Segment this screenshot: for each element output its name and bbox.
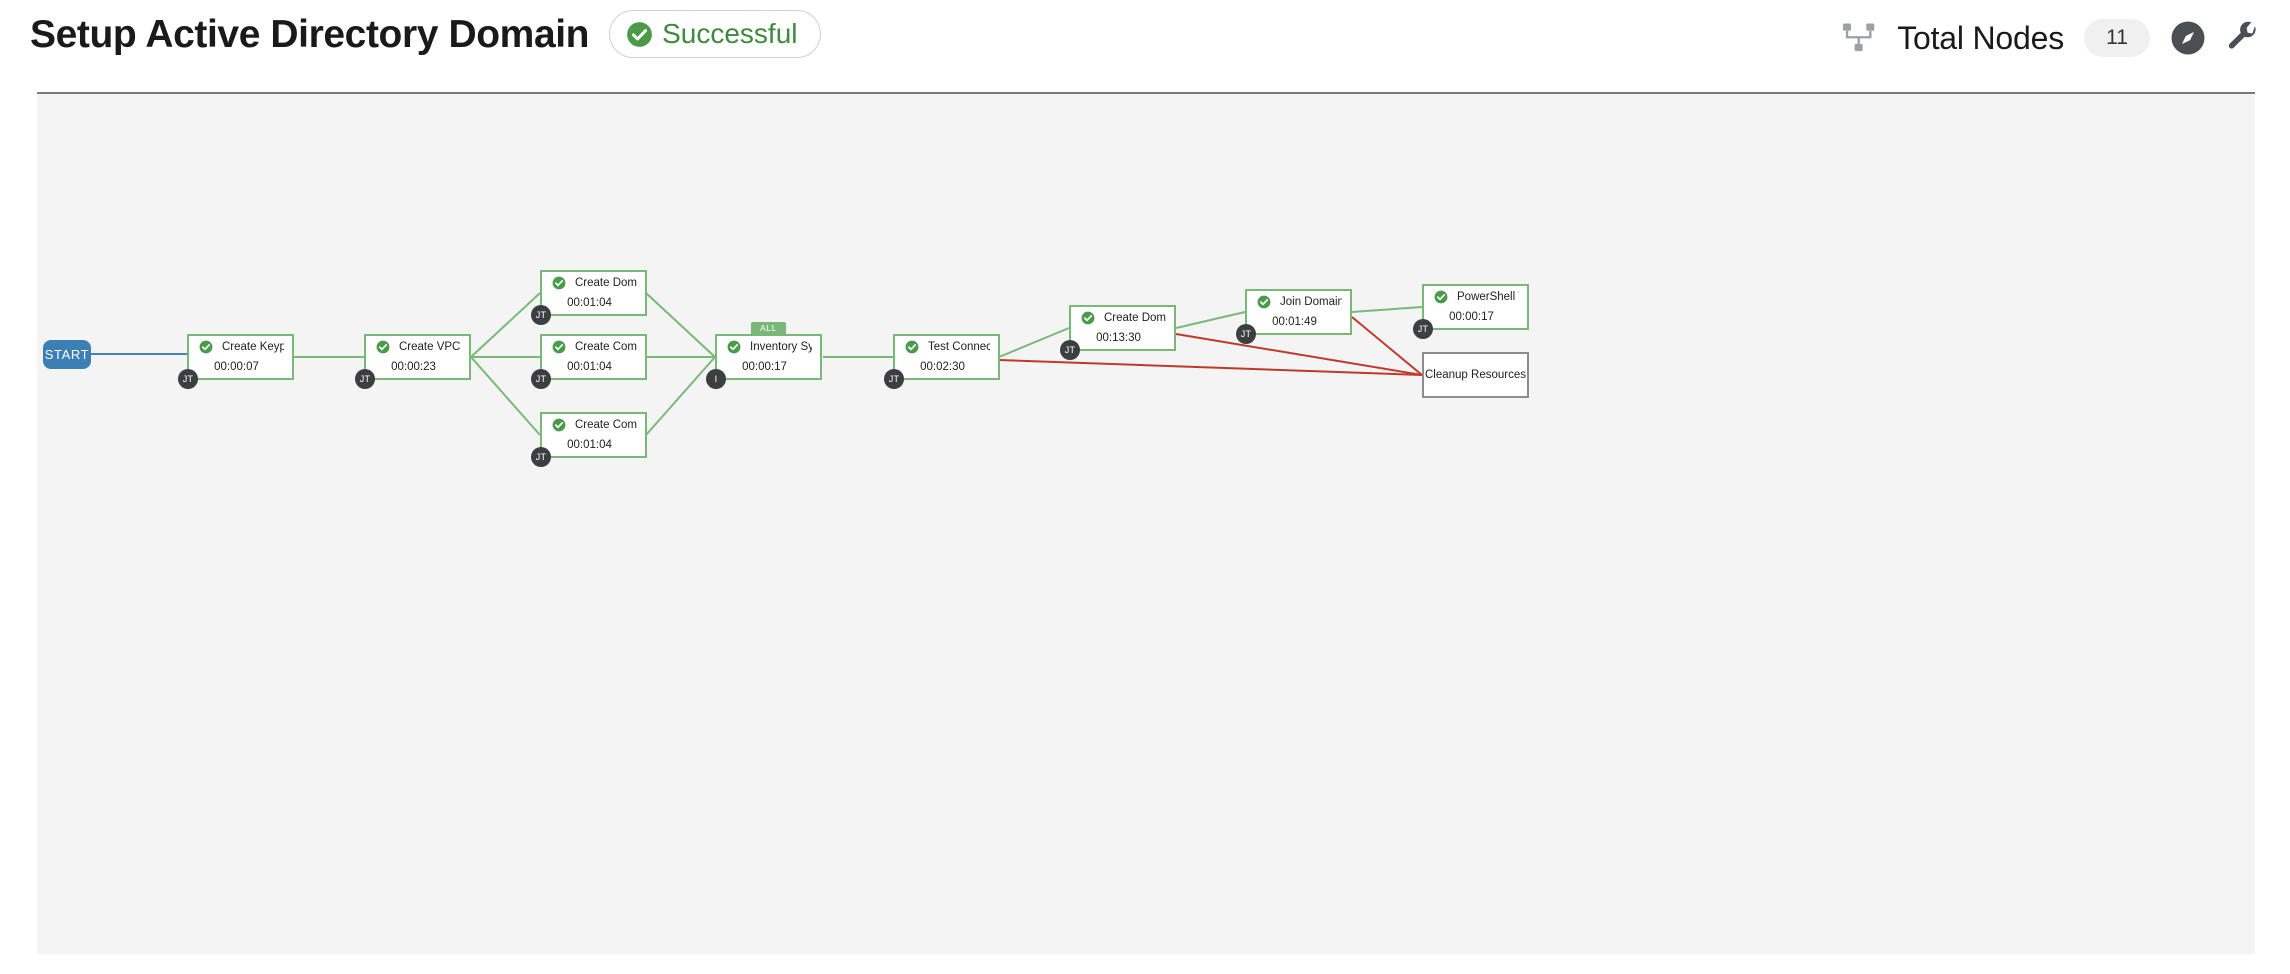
check-circle-icon xyxy=(552,276,566,290)
node-badge-jt[interactable]: JT xyxy=(1236,324,1256,344)
sitemap-icon[interactable] xyxy=(1841,22,1877,54)
node-badge-jt[interactable]: JT xyxy=(531,447,551,467)
check-circle-icon xyxy=(199,340,213,354)
node-join-domain[interactable]: Join Domain 00:01:49 JT xyxy=(1236,289,1352,344)
node-badge-jt[interactable]: JT xyxy=(531,305,551,325)
node-badge-jt[interactable]: JT xyxy=(355,369,375,389)
total-nodes-count-badge: 11 xyxy=(2084,19,2150,57)
node-duration: 00:01:04 xyxy=(567,439,612,452)
check-circle-icon xyxy=(552,340,566,354)
node-badge-jt[interactable]: JT xyxy=(884,369,904,389)
node-title: Create Computer (1) xyxy=(575,340,637,353)
node-title: Create Computer (2) xyxy=(575,418,637,431)
node-duration: 00:00:17 xyxy=(742,361,787,374)
node-badge-jt[interactable]: JT xyxy=(1413,319,1433,339)
node-create-domain-controller[interactable]: Create Domain Contr... 00:01:04 JT xyxy=(531,270,647,325)
header-right-group: Total Nodes 11 xyxy=(1841,8,2260,68)
node-title: Join Domain xyxy=(1280,295,1342,308)
node-title: PowerShell Validation xyxy=(1457,290,1519,303)
node-create-domain[interactable]: Create Domain 00:13:30 JT xyxy=(1060,305,1176,360)
node-duration: 00:13:30 xyxy=(1096,332,1141,345)
node-duration: 00:02:30 xyxy=(920,361,965,374)
wrench-icon[interactable] xyxy=(2226,21,2260,55)
check-circle-icon xyxy=(376,340,390,354)
start-node[interactable]: START xyxy=(43,340,91,369)
check-circle-icon xyxy=(905,340,919,354)
node-duration: 00:01:04 xyxy=(567,297,612,310)
node-title-row: Test Connectivity xyxy=(895,340,998,354)
node-title: Create Domain xyxy=(1104,311,1166,324)
check-circle-icon xyxy=(552,418,566,432)
app-header: Setup Active Directory Domain Successful… xyxy=(0,0,2290,92)
check-circle-icon xyxy=(627,21,652,47)
node-title-row: Join Domain xyxy=(1247,295,1350,309)
node-badge-jt[interactable]: JT xyxy=(1060,340,1080,360)
check-circle-icon xyxy=(1081,311,1095,325)
node-duration: 00:00:07 xyxy=(214,361,259,374)
node-duration: 00:00:23 xyxy=(391,361,436,374)
node-layer: START Create Keypair 00:00:07 JT Create xyxy=(37,94,2255,954)
check-circle-icon xyxy=(1257,295,1271,309)
node-title-row: Create Keypair xyxy=(189,340,292,354)
node-title: Create VPC xyxy=(399,340,461,353)
start-node-label: START xyxy=(44,347,90,362)
node-duration: 00:01:49 xyxy=(1272,316,1317,329)
node-create-computer-2[interactable]: Create Computer (2) 00:01:04 JT xyxy=(531,412,647,467)
check-circle-icon xyxy=(727,340,741,354)
node-title-row: Cleanup Resources xyxy=(1424,369,1527,382)
node-test-connectivity[interactable]: Test Connectivity 00:02:30 JT xyxy=(884,334,1000,389)
status-badge: Successful xyxy=(609,10,821,58)
node-title: Inventory Sync xyxy=(750,340,812,353)
node-title: Create Domain Contr... xyxy=(575,276,637,289)
compass-icon[interactable] xyxy=(2170,20,2206,56)
header-divider xyxy=(37,92,2255,94)
check-circle-icon xyxy=(1434,290,1448,304)
node-duration: 00:00:17 xyxy=(1449,311,1494,324)
node-create-computer-1[interactable]: Create Computer (1) 00:01:04 JT xyxy=(531,334,647,389)
node-title-row: Inventory Sync xyxy=(717,340,820,354)
node-title-row: Create Domain Contr... xyxy=(542,276,645,290)
node-cleanup-resources[interactable]: Cleanup Resources xyxy=(1422,352,1529,398)
header-left-group: Setup Active Directory Domain Successful xyxy=(30,10,821,58)
page-title: Setup Active Directory Domain xyxy=(30,12,590,56)
node-title-row: Create Computer (1) xyxy=(542,340,645,354)
node-tag-all: ALL xyxy=(751,322,786,336)
node-badge-inventory[interactable]: I xyxy=(706,369,726,389)
status-badge-label: Successful xyxy=(662,18,798,49)
workflow-canvas[interactable]: START Create Keypair 00:00:07 JT Create xyxy=(37,94,2255,954)
node-title-row: PowerShell Validation xyxy=(1424,290,1527,304)
node-badge-jt[interactable]: JT xyxy=(531,369,551,389)
node-title-row: Create Domain xyxy=(1071,311,1174,325)
node-badge-jt[interactable]: JT xyxy=(178,369,198,389)
node-title: Test Connectivity xyxy=(928,340,990,353)
node-title: Cleanup Resources xyxy=(1424,368,1526,381)
node-duration: 00:01:04 xyxy=(567,361,612,374)
node-create-vpc[interactable]: Create VPC 00:00:23 JT xyxy=(355,334,471,389)
node-title: Create Keypair xyxy=(222,340,284,353)
node-powershell-validation[interactable]: PowerShell Validation 00:00:17 JT xyxy=(1413,284,1529,339)
node-create-keypair[interactable]: Create Keypair 00:00:07 JT xyxy=(178,334,294,389)
total-nodes-label: Total Nodes xyxy=(1897,19,2064,56)
node-title-row: Create VPC xyxy=(366,340,469,354)
node-inventory-sync[interactable]: ALL Inventory Sync 00:00:17 I xyxy=(706,322,822,389)
node-title-row: Create Computer (2) xyxy=(542,418,645,432)
